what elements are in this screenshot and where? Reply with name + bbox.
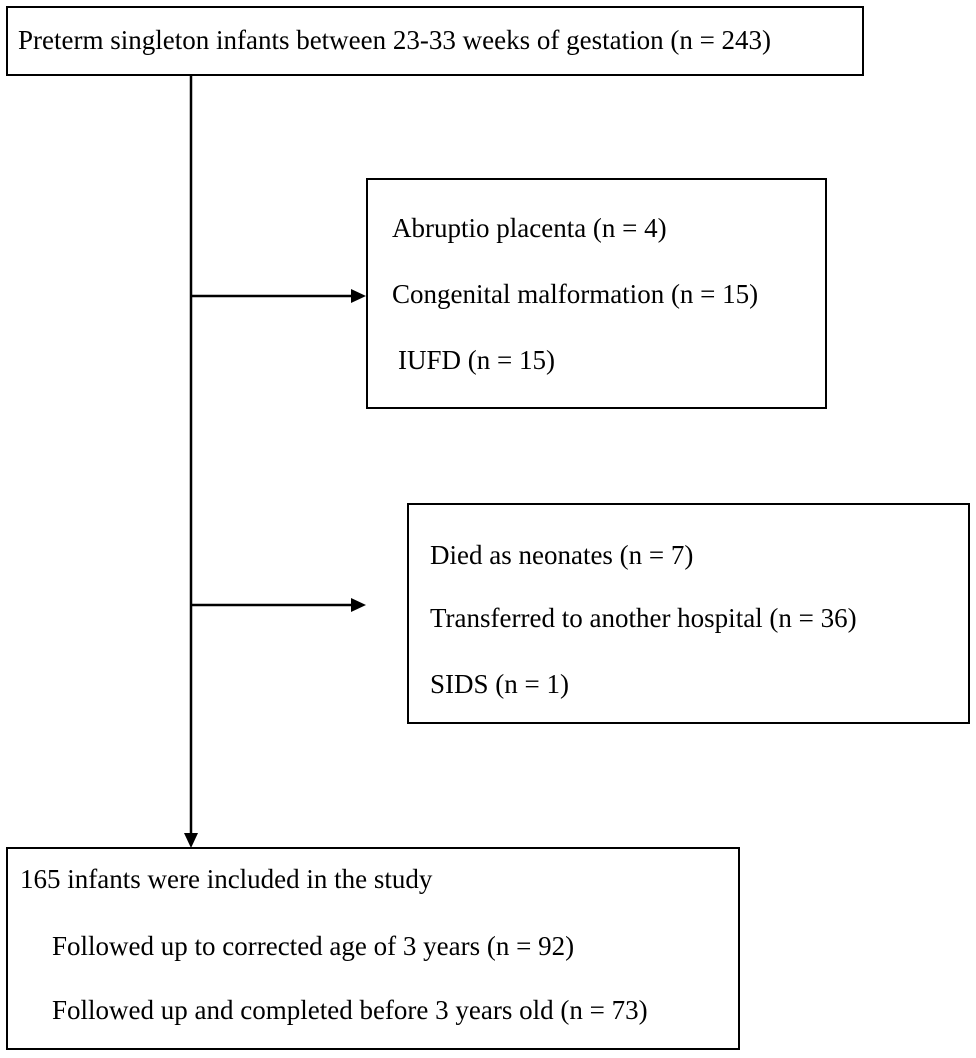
exclusion-2-line-2: Transferred to another hospital (n = 36) xyxy=(430,603,857,633)
main-down-arrowhead xyxy=(184,833,198,848)
included-line-1: Followed up to corrected age of 3 years … xyxy=(52,931,575,961)
included-title: 165 infants were included in the study xyxy=(20,864,433,894)
exclusion-1-line-3: IUFD (n = 15) xyxy=(398,345,555,375)
enrollment-label: Preterm singleton infants between 23-33 … xyxy=(18,25,772,55)
included-line-2: Followed up and completed before 3 years… xyxy=(52,995,648,1025)
exclusion-arrowhead-2 xyxy=(351,598,366,612)
included-box: 165 infants were included in the study F… xyxy=(6,847,740,1050)
exclusion-box-2: Died as neonates (n = 7) Transferred to … xyxy=(407,503,970,724)
exclusion-2-line-1: Died as neonates (n = 7) xyxy=(430,540,694,570)
exclusion-1-line-2: Congenital malformation (n = 15) xyxy=(392,279,759,309)
exclusion-2-line-3: SIDS (n = 1) xyxy=(430,669,569,699)
exclusion-1-line-1: Abruptio placenta (n = 4) xyxy=(392,213,667,243)
exclusion-box-1: Abruptio placenta (n = 4) Congenital mal… xyxy=(366,178,827,409)
exclusion-arrowhead-1 xyxy=(351,289,366,303)
enrollment-box: Preterm singleton infants between 23-33 … xyxy=(6,6,864,76)
